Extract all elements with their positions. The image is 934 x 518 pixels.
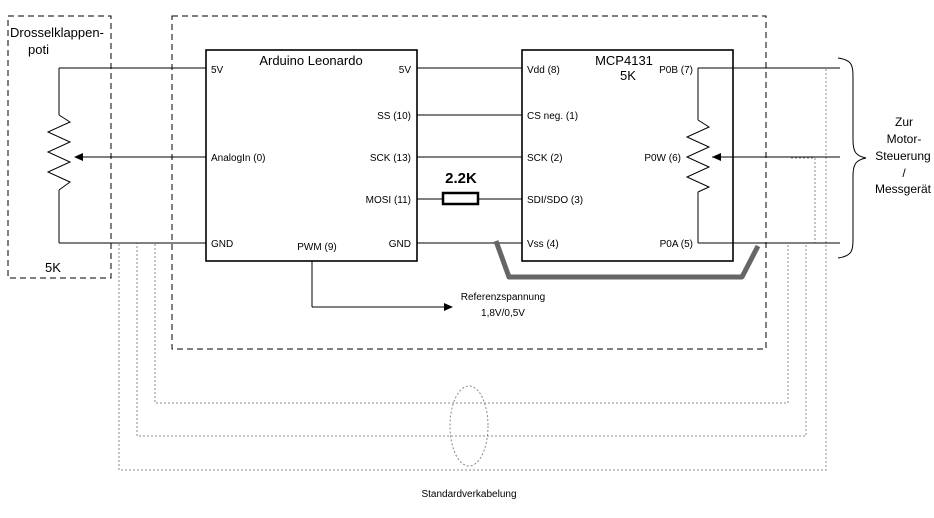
resistor-2k2 — [441, 191, 480, 206]
poti-title-line1: Drosselklappen- — [10, 25, 104, 40]
arduino-pin-mosi: MOSI (11) — [366, 195, 411, 206]
mcp-pin-sck: SCK (2) — [527, 153, 563, 164]
mcp-title: MCP4131 — [595, 53, 653, 68]
mcp-subtitle: 5K — [620, 68, 636, 83]
reference-label-line2: 1,8V/0,5V — [481, 308, 525, 319]
mcp-pin-vdd: Vdd (8) — [527, 65, 560, 76]
output-line-1: Zur — [895, 115, 913, 129]
poti-enclosure — [7, 15, 112, 279]
standard-wiring-label: Standardverkabelung — [421, 489, 516, 500]
arduino-pin-gnd-left: GND — [211, 239, 233, 250]
mcp-pin-p0a: P0A (5) — [660, 239, 693, 250]
output-line-2: Motor- — [887, 132, 922, 146]
reference-wiring — [311, 261, 453, 311]
spi-wiring — [417, 67, 522, 244]
output-line-5: Messgerät — [875, 182, 932, 196]
poti-value: 5K — [45, 260, 61, 275]
ground-bridge — [493, 240, 761, 280]
controller-enclosure — [171, 15, 767, 350]
mcp-pin-p0b: P0B (7) — [659, 65, 693, 76]
output-line-3: Steuerung — [875, 149, 930, 163]
arduino-pin-gnd-right: GND — [389, 239, 411, 250]
mcp-pin-p0w: P0W (6) — [644, 153, 681, 164]
arduino-pin-ss: SS (10) — [377, 111, 411, 122]
output-line-4: / — [902, 166, 906, 180]
digital-poti — [685, 68, 840, 243]
output-brace — [837, 57, 867, 259]
arduino-pin-5v-left: 5V — [211, 65, 224, 76]
reference-label-line1: Referenzspannung — [461, 292, 546, 303]
arduino-title: Arduino Leonardo — [259, 53, 362, 68]
arduino-pin-5v-right: 5V — [399, 65, 412, 76]
mcp-pin-sdi: SDI/SDO (3) — [527, 195, 583, 206]
mcp-pin-cs: CS neg. (1) — [527, 111, 578, 122]
arduino-pin-analogin: AnalogIn (0) — [211, 153, 265, 164]
throttle-poti — [46, 67, 206, 244]
poti-title-line2: poti — [28, 42, 49, 57]
arduino-pin-sck: SCK (13) — [370, 153, 411, 164]
arduino-pin-pwm: PWM (9) — [297, 242, 336, 253]
resistor-label: 2.2K — [445, 170, 477, 187]
mcp-pin-vss: Vss (4) — [527, 239, 559, 250]
